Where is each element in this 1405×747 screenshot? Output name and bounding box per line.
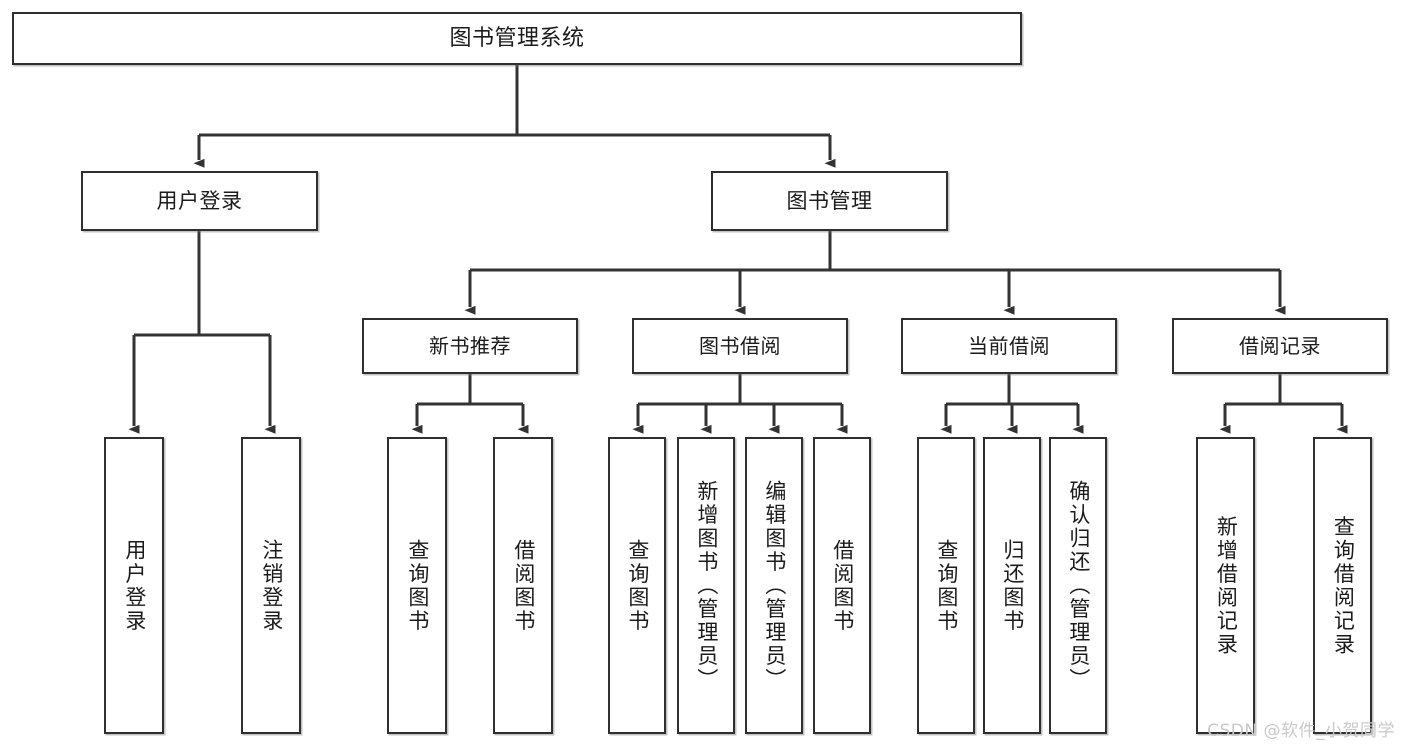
node-current-borrow[interactable]: 当前借阅 [901, 318, 1117, 374]
leaf-label: 编辑图书（管理员） [762, 479, 787, 692]
leaf-book-borrow-edit[interactable]: 编辑图书（管理员） [745, 437, 803, 734]
leaf-label: 用户登录 [122, 538, 147, 633]
leaf-book-borrow-add[interactable]: 新增图书（管理员） [677, 437, 735, 734]
leaf-label: 查询图书 [405, 538, 430, 633]
leaf-user-login-logout[interactable]: 注销登录 [241, 437, 301, 734]
leaf-label: 注销登录 [259, 538, 284, 633]
node-label: 图书管理 [786, 188, 873, 213]
leaf-borrow-record-query[interactable]: 查询借阅记录 [1313, 437, 1372, 734]
node-user-login[interactable]: 用户登录 [81, 171, 318, 231]
leaf-book-borrow-borrow[interactable]: 借阅图书 [813, 437, 871, 734]
node-label: 借阅记录 [1239, 333, 1321, 358]
node-label: 用户登录 [156, 188, 243, 213]
leaf-label: 借阅图书 [830, 538, 855, 633]
leaf-current-borrow-confirm[interactable]: 确认归还（管理员） [1049, 437, 1107, 734]
leaf-label: 查询图书 [934, 538, 959, 633]
leaf-new-book-query[interactable]: 查询图书 [387, 437, 447, 734]
leaf-label: 借阅图书 [511, 538, 536, 633]
leaf-label: 归还图书 [1000, 538, 1025, 633]
leaf-label: 确认归还（管理员） [1066, 479, 1091, 692]
node-book-manage[interactable]: 图书管理 [711, 171, 948, 231]
leaf-current-borrow-return[interactable]: 归还图书 [983, 437, 1041, 734]
leaf-label: 查询借阅记录 [1331, 515, 1356, 656]
leaf-label: 新增图书（管理员） [694, 479, 719, 692]
node-label: 新书推荐 [429, 333, 511, 358]
node-new-book-recommend[interactable]: 新书推荐 [362, 318, 578, 374]
node-borrow-record[interactable]: 借阅记录 [1172, 318, 1388, 374]
node-label: 图书管理系统 [449, 25, 585, 51]
node-root-system[interactable]: 图书管理系统 [12, 12, 1022, 65]
leaf-new-book-borrow[interactable]: 借阅图书 [493, 437, 553, 734]
leaf-label: 查询图书 [625, 538, 650, 633]
leaf-borrow-record-add[interactable]: 新增借阅记录 [1196, 437, 1255, 734]
node-book-borrow[interactable]: 图书借阅 [632, 318, 848, 374]
node-label: 当前借阅 [968, 333, 1050, 358]
leaf-book-borrow-query[interactable]: 查询图书 [608, 437, 666, 734]
node-label: 图书借阅 [699, 333, 781, 358]
watermark-text: CSDN @软件_小贺同学 [1207, 721, 1395, 741]
leaf-user-login-login[interactable]: 用户登录 [104, 437, 164, 734]
leaf-current-borrow-query[interactable]: 查询图书 [917, 437, 975, 734]
leaf-label: 新增借阅记录 [1214, 515, 1239, 656]
